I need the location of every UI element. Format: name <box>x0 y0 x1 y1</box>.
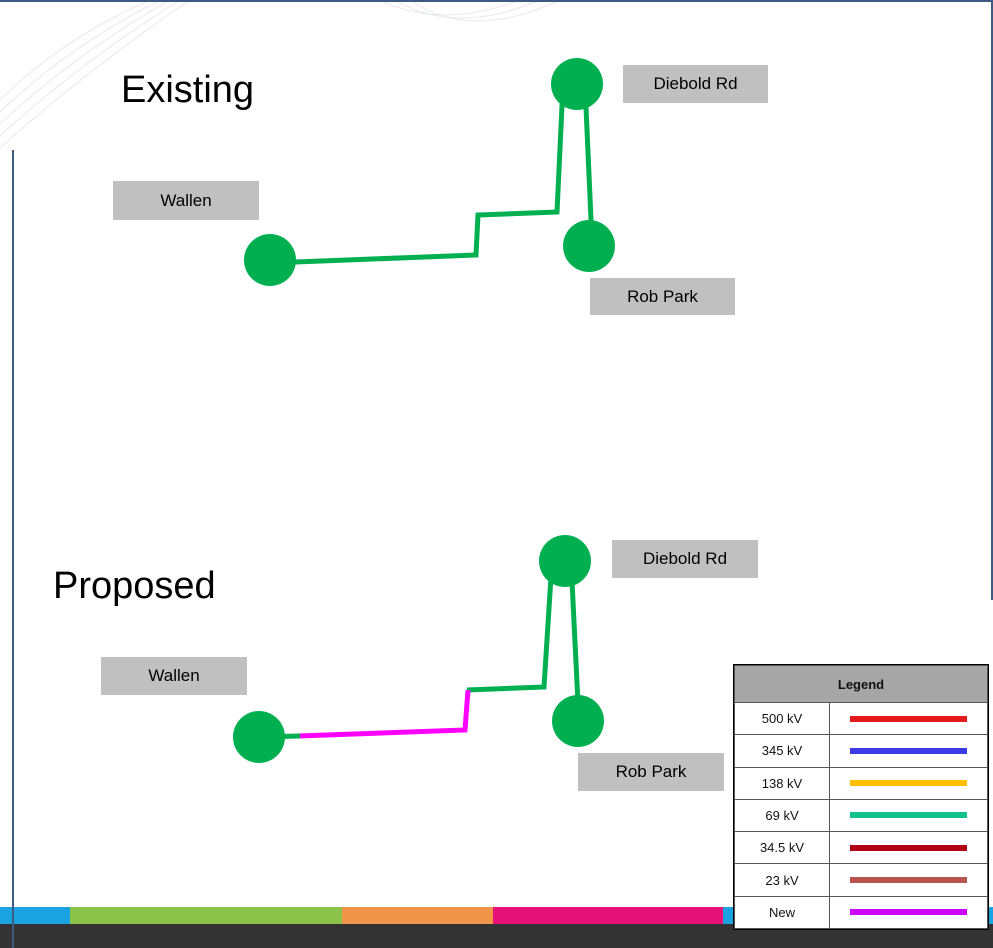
legend-label: 69 kV <box>734 798 830 833</box>
legend-row: 345 kV <box>734 734 988 768</box>
legend-table: Legend 500 kV 345 kV 138 kV 69 kV 34.5 k… <box>734 665 988 930</box>
label-wallen: Wallen <box>113 181 259 220</box>
legend-row: 34.5 kV <box>734 831 988 865</box>
legend-swatch <box>850 812 967 819</box>
existing-diagram <box>244 58 615 286</box>
legend-row: New <box>734 895 988 930</box>
substation-wallen <box>233 711 285 763</box>
legend-swatch-cell <box>829 895 988 930</box>
legend-swatch-cell <box>829 863 988 897</box>
substation-wallen <box>244 234 296 286</box>
legend-swatch <box>850 844 967 851</box>
legend-swatch-cell <box>829 798 988 833</box>
footer-bar <box>0 907 993 948</box>
decorative-waves <box>0 0 561 149</box>
legend-swatch-cell <box>829 734 988 768</box>
legend-label: 23 kV <box>734 863 830 897</box>
existing-line-wallen-diebold <box>269 84 566 266</box>
legend-swatch <box>850 747 967 754</box>
substation-rob-park <box>552 695 604 747</box>
existing-title: Existing <box>121 69 255 111</box>
legend-label: 345 kV <box>734 734 830 768</box>
legend-label: 500 kV <box>734 701 830 736</box>
substation-rob-park <box>563 220 615 272</box>
label-rob-park: Rob Park <box>578 753 724 791</box>
legend-swatch <box>850 780 967 787</box>
substation-diebold-rd <box>551 58 603 110</box>
legend-swatch-cell <box>829 831 988 865</box>
legend-label: 34.5 kV <box>734 831 830 865</box>
proposed-line-new <box>297 689 471 739</box>
footer-bar-segment <box>70 907 342 924</box>
label-rob-park: Rob Park <box>590 278 735 315</box>
footer-bar-segment <box>0 907 70 924</box>
existing-line-diebold-robpark <box>582 84 595 243</box>
legend-label: New <box>734 895 830 930</box>
legend: Legend 500 kV 345 kV 138 kV 69 kV 34.5 k… <box>733 664 989 930</box>
proposed-line-69kv <box>466 560 555 693</box>
footer-bar-segment <box>493 907 723 924</box>
label-wallen: Wallen <box>101 657 247 695</box>
legend-swatch <box>850 715 967 722</box>
legend-swatch-cell <box>829 701 988 736</box>
legend-swatch <box>850 909 967 916</box>
legend-row: 500 kV <box>734 701 988 736</box>
legend-label: 138 kV <box>734 766 830 800</box>
footer-bar-segment <box>342 907 493 924</box>
label-diebold-rd: Diebold Rd <box>623 65 768 103</box>
legend-row: 138 kV <box>734 766 988 800</box>
legend-row: 23 kV <box>734 863 988 897</box>
label-diebold-rd: Diebold Rd <box>612 540 758 578</box>
legend-title: Legend <box>734 665 988 703</box>
legend-swatch <box>850 877 967 884</box>
proposed-title: Proposed <box>53 565 216 607</box>
substation-diebold-rd <box>539 535 591 587</box>
proposed-diagram <box>233 535 604 763</box>
legend-row: 69 kV <box>734 798 988 833</box>
legend-swatch-cell <box>829 766 988 800</box>
